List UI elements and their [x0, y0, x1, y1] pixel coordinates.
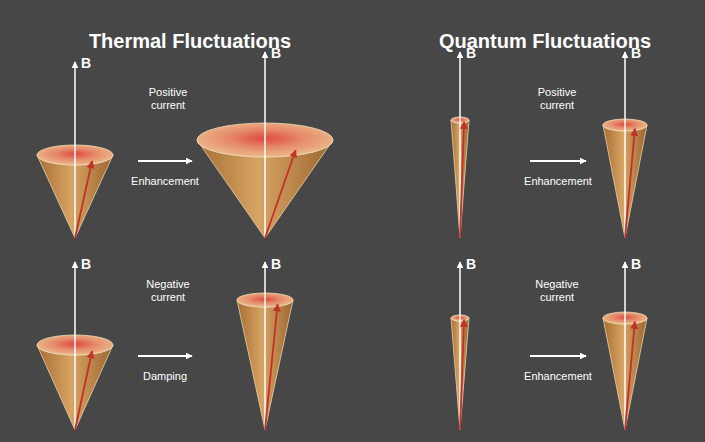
field-label: B — [466, 256, 476, 272]
field-label: B — [466, 45, 476, 61]
field-arrow — [264, 262, 266, 430]
current-label: Positive current — [526, 86, 588, 111]
effect-label: Enhancement — [524, 175, 592, 188]
field-label: B — [631, 45, 641, 61]
spin-arrow — [625, 129, 635, 238]
effect-label: Enhancement — [524, 370, 592, 383]
current-label: Positive current — [137, 86, 199, 111]
precession-cone — [603, 262, 647, 430]
transition-arrow — [138, 355, 192, 357]
spin-arrow — [265, 304, 278, 430]
transition-arrow — [530, 355, 586, 357]
spin-arrow — [265, 150, 296, 238]
precession-cone — [197, 52, 333, 238]
field-arrow — [624, 52, 626, 238]
field-arrow — [624, 262, 626, 430]
spin-arrow — [75, 351, 92, 430]
spin-arrow — [460, 320, 464, 430]
spin-arrow — [625, 322, 635, 430]
field-label: B — [81, 256, 91, 272]
spin-arrow — [75, 161, 92, 238]
field-arrow — [74, 62, 76, 238]
precession-cone — [37, 262, 113, 430]
current-label: Negative current — [137, 278, 199, 303]
transition-arrow — [138, 160, 192, 162]
effect-label: Damping — [143, 370, 187, 383]
field-label: B — [271, 45, 281, 61]
transition-arrow — [530, 160, 586, 162]
field-arrow — [74, 262, 76, 430]
precession-cone — [37, 62, 113, 238]
precession-cone — [451, 52, 469, 238]
field-arrow — [264, 52, 266, 238]
effect-label: Enhancement — [131, 175, 199, 188]
precession-cone — [451, 262, 469, 430]
current-label: Negative current — [526, 278, 588, 303]
field-label: B — [81, 55, 91, 71]
spin-arrow — [460, 122, 464, 238]
precession-cone — [237, 262, 293, 430]
precession-cone — [603, 52, 647, 238]
panel-heading: Thermal Fluctuations — [89, 30, 291, 53]
field-label: B — [631, 256, 641, 272]
field-label: B — [271, 256, 281, 272]
